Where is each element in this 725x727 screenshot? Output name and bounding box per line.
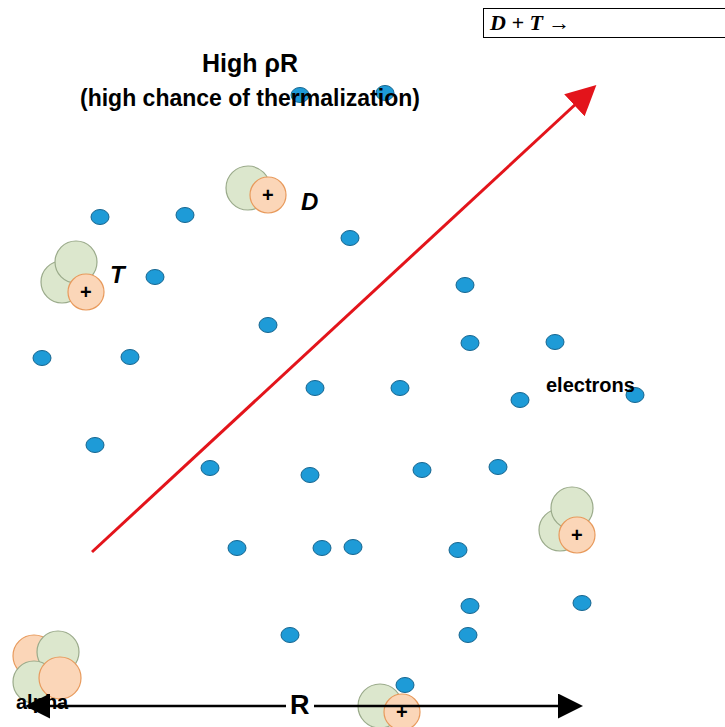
electron-dot	[146, 270, 164, 285]
electron-dot	[176, 208, 194, 223]
electron-dot	[344, 540, 362, 555]
electron-dot	[259, 318, 277, 333]
electron-dot	[461, 599, 479, 614]
electron-dot	[91, 210, 109, 225]
charge-sign: +	[262, 184, 274, 206]
electron-dots	[33, 86, 644, 693]
electron-dot	[201, 461, 219, 476]
alpha-path-arrow	[92, 89, 592, 552]
proton	[384, 694, 420, 727]
electron-dot	[573, 596, 591, 611]
proton	[250, 177, 286, 213]
electron-dot	[306, 381, 324, 396]
electron-dot	[121, 350, 139, 365]
electron-dot	[511, 393, 529, 408]
electron-dot	[459, 628, 477, 643]
electron-dot	[449, 543, 467, 558]
electron-dot	[391, 381, 409, 396]
subtitle: (high chance of thermalization)	[80, 86, 420, 111]
particle-label: T	[110, 262, 125, 288]
proton	[559, 517, 595, 553]
electron-dot	[228, 541, 246, 556]
particle-label: D	[301, 189, 318, 215]
electron-dot	[456, 278, 474, 293]
electron-dot	[281, 628, 299, 643]
equation-box: D + T →	[483, 8, 725, 38]
electron-dot	[413, 463, 431, 478]
particle-label: alpha	[16, 691, 68, 713]
charge-sign: +	[396, 701, 408, 723]
nuclei	[13, 166, 595, 727]
electron-dot	[301, 468, 319, 483]
electron-dot	[33, 351, 51, 366]
dimension-label: R	[286, 691, 314, 721]
particle-label: electrons	[546, 374, 635, 396]
equation-text: D + T →	[484, 9, 576, 37]
electron-dot	[546, 335, 564, 350]
charge-sign: +	[80, 281, 92, 303]
title: High ρR	[202, 50, 298, 78]
electron-dot	[396, 678, 414, 693]
electron-dot	[86, 438, 104, 453]
electron-dot	[341, 231, 359, 246]
proton	[68, 274, 104, 310]
electron-dot	[461, 336, 479, 351]
electron-dot	[313, 541, 331, 556]
charge-sign: +	[571, 524, 583, 546]
electron-dot	[489, 460, 507, 475]
